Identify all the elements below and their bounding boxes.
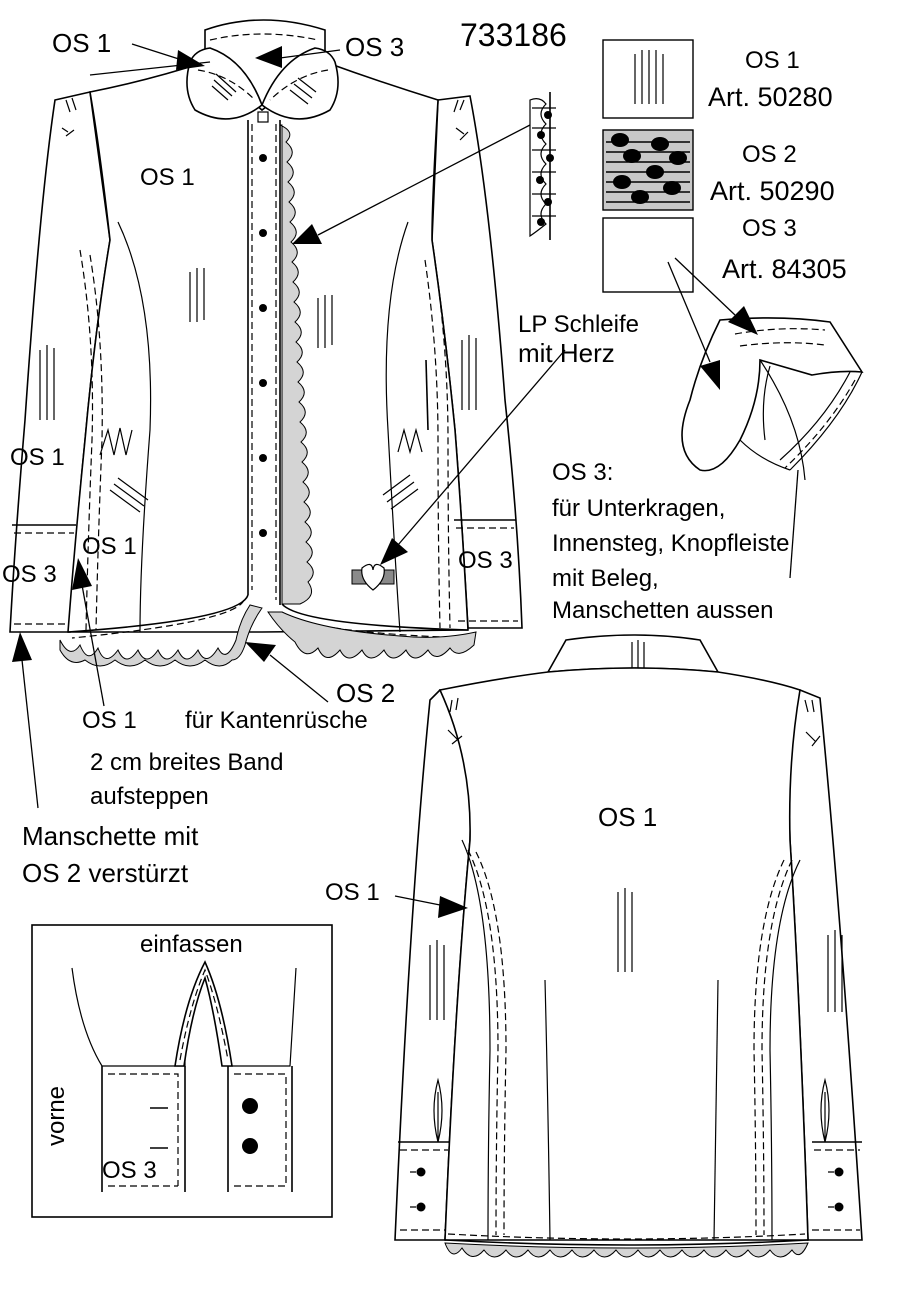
- front-placket: [247, 120, 281, 605]
- swatch-os1: [602, 39, 694, 119]
- bow-with-heart: [351, 563, 395, 591]
- inset-title: einfassen: [140, 931, 243, 958]
- annotation-arrows: [12, 43, 799, 918]
- fabric-article-os1: Art. 50280: [708, 82, 833, 112]
- fabric-code-os1: OS 1: [745, 47, 800, 74]
- label-band-os1: OS 1: [82, 707, 137, 734]
- collar-detail: [681, 317, 864, 481]
- label-bow-2: mit Herz: [518, 338, 615, 368]
- label-band-note-1: 2 cm breites Band: [90, 749, 283, 776]
- article-number: 733186: [460, 17, 567, 53]
- hem-ruffle: [59, 604, 263, 667]
- label-cuff-note-2: OS 2 verstürzt: [22, 858, 189, 888]
- label-back-side: OS 1: [325, 879, 380, 906]
- front-blouse-view: [9, 19, 523, 667]
- label-cuff-right: OS 3: [458, 547, 513, 574]
- front-buttons: [259, 154, 267, 537]
- os3-usage-4: mit Beleg,: [552, 565, 659, 592]
- label-band-note-2: aufsteppen: [90, 783, 209, 810]
- back-body-outline: [438, 667, 809, 1241]
- back-blouse-view: [394, 634, 863, 1258]
- label-front-body: OS 1: [140, 164, 195, 191]
- fabric-article-os3: Art. 84305: [722, 254, 847, 284]
- label-sleeve-side: OS 1: [82, 533, 137, 560]
- label-cuff-left: OS 3: [2, 561, 57, 588]
- inset-os3: OS 3: [102, 1157, 157, 1184]
- fabric-code-os3: OS 3: [742, 215, 797, 242]
- fabric-article-os2: Art. 50290: [710, 176, 835, 206]
- swatch-os2: [602, 129, 694, 211]
- placket-ruffle: [279, 124, 314, 605]
- os3-usage-5: Manschetten aussen: [552, 597, 773, 624]
- label-ruffle-os2: OS 2: [336, 678, 395, 708]
- label-cuff-note-1: Manschette mit: [22, 821, 199, 851]
- inset-vorne: vorne: [43, 1086, 70, 1146]
- os3-usage-3: Innensteg, Knopfleiste: [552, 530, 790, 557]
- label-bow-1: LP Schleife: [518, 311, 639, 338]
- label-back-body: OS 1: [598, 802, 657, 832]
- cuff-inset: [31, 924, 333, 1218]
- os3-usage-1: OS 3:: [552, 459, 613, 486]
- swatch-os3: [602, 217, 694, 293]
- front-body-outline: [67, 61, 469, 633]
- back-hem-ruffle: [444, 1242, 809, 1258]
- label-collar-os3: OS 3: [345, 32, 404, 62]
- fabric-legend: OS 1 Art. 50280 OS 2 Art. 50290 OS 3 Art…: [602, 39, 847, 293]
- label-sleeve-left: OS 1: [10, 444, 65, 471]
- os3-usage-2: für Unterkragen,: [552, 495, 725, 522]
- label-collar-os1: OS 1: [52, 28, 111, 58]
- label-ruffle-note: für Kantenrüsche: [185, 707, 368, 734]
- stripe-mark: [189, 268, 205, 322]
- fabric-code-os2: OS 2: [742, 141, 797, 168]
- ruffle-sample: [529, 92, 556, 240]
- back-collar: [546, 634, 720, 673]
